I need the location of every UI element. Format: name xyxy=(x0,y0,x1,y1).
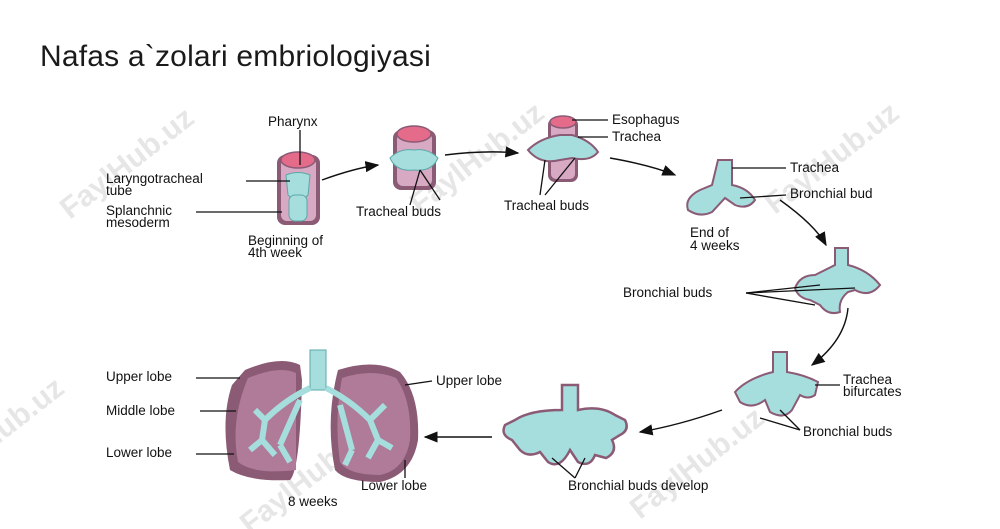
label-bronchial-buds-1: Bronchial buds xyxy=(623,285,713,300)
label-tracheal-buds-2: Tracheal buds xyxy=(504,198,589,213)
stage-end-4-weeks xyxy=(686,159,787,216)
label-lower-lobe-left: Lower lobe xyxy=(106,445,172,460)
label-upper-lobe-right: Upper lobe xyxy=(436,373,502,388)
label-trachea-1: Trachea xyxy=(612,129,662,144)
label-beginning-2: 4th week xyxy=(248,245,302,260)
arrow-3 xyxy=(609,157,677,176)
stage-bronchial-buds xyxy=(745,247,882,315)
label-end-1: End of xyxy=(690,225,729,240)
watermarks: FaylHub.uz FaylHub.uz FaylHub.uz FaylHub… xyxy=(0,96,905,529)
label-laryngotracheal-2: tube xyxy=(106,183,132,198)
label-trachea-bif-1: Trachea xyxy=(843,372,893,387)
label-esophagus: Esophagus xyxy=(612,112,680,127)
label-8-weeks: 8 weeks xyxy=(288,494,338,509)
label-pharynx: Pharynx xyxy=(268,114,318,129)
arrow-1 xyxy=(321,161,380,181)
arrow-6 xyxy=(638,409,723,436)
label-lower-lobe-right: Lower lobe xyxy=(361,478,427,493)
watermark-3: FaylHub.uz xyxy=(759,96,905,221)
stage-laryngotracheal-tube xyxy=(196,130,320,225)
arrow-2 xyxy=(444,146,520,158)
label-tracheal-buds-1: Tracheal buds xyxy=(356,204,441,219)
label-upper-lobe-left: Upper lobe xyxy=(106,369,172,384)
label-beginning-1: Beginning of xyxy=(248,233,323,248)
label-bronchial-bud: Bronchial bud xyxy=(790,186,873,201)
label-splanchnic-1: Splanchnic xyxy=(106,203,172,218)
stage-esophagus-trachea xyxy=(526,115,608,196)
stage-8-weeks xyxy=(196,349,433,482)
label-bronchial-buds-2: Bronchial buds xyxy=(803,424,893,439)
label-end-2: 4 weeks xyxy=(690,238,740,253)
label-trachea-2: Trachea xyxy=(790,160,840,175)
slide-title: Nafas a`zolari embriologiyasi xyxy=(40,40,431,73)
stage-trachea-bifurcates xyxy=(733,351,840,431)
arrow-5 xyxy=(810,307,849,366)
watermark-4: FaylHub.uz xyxy=(0,371,70,496)
label-trachea-bif-2: bifurcates xyxy=(843,384,902,399)
label-splanchnic-2: mesoderm xyxy=(106,215,170,230)
stage-bronchial-buds-develop xyxy=(502,383,628,479)
watermark-5: FaylHub.uz xyxy=(624,401,770,526)
label-bronchial-buds-develop: Bronchial buds develop xyxy=(568,478,708,493)
label-middle-lobe: Middle lobe xyxy=(106,403,175,418)
stage-tracheal-buds xyxy=(389,125,441,206)
label-laryngotracheal-1: Laryngotracheal xyxy=(106,171,203,186)
arrow-4 xyxy=(779,199,827,247)
